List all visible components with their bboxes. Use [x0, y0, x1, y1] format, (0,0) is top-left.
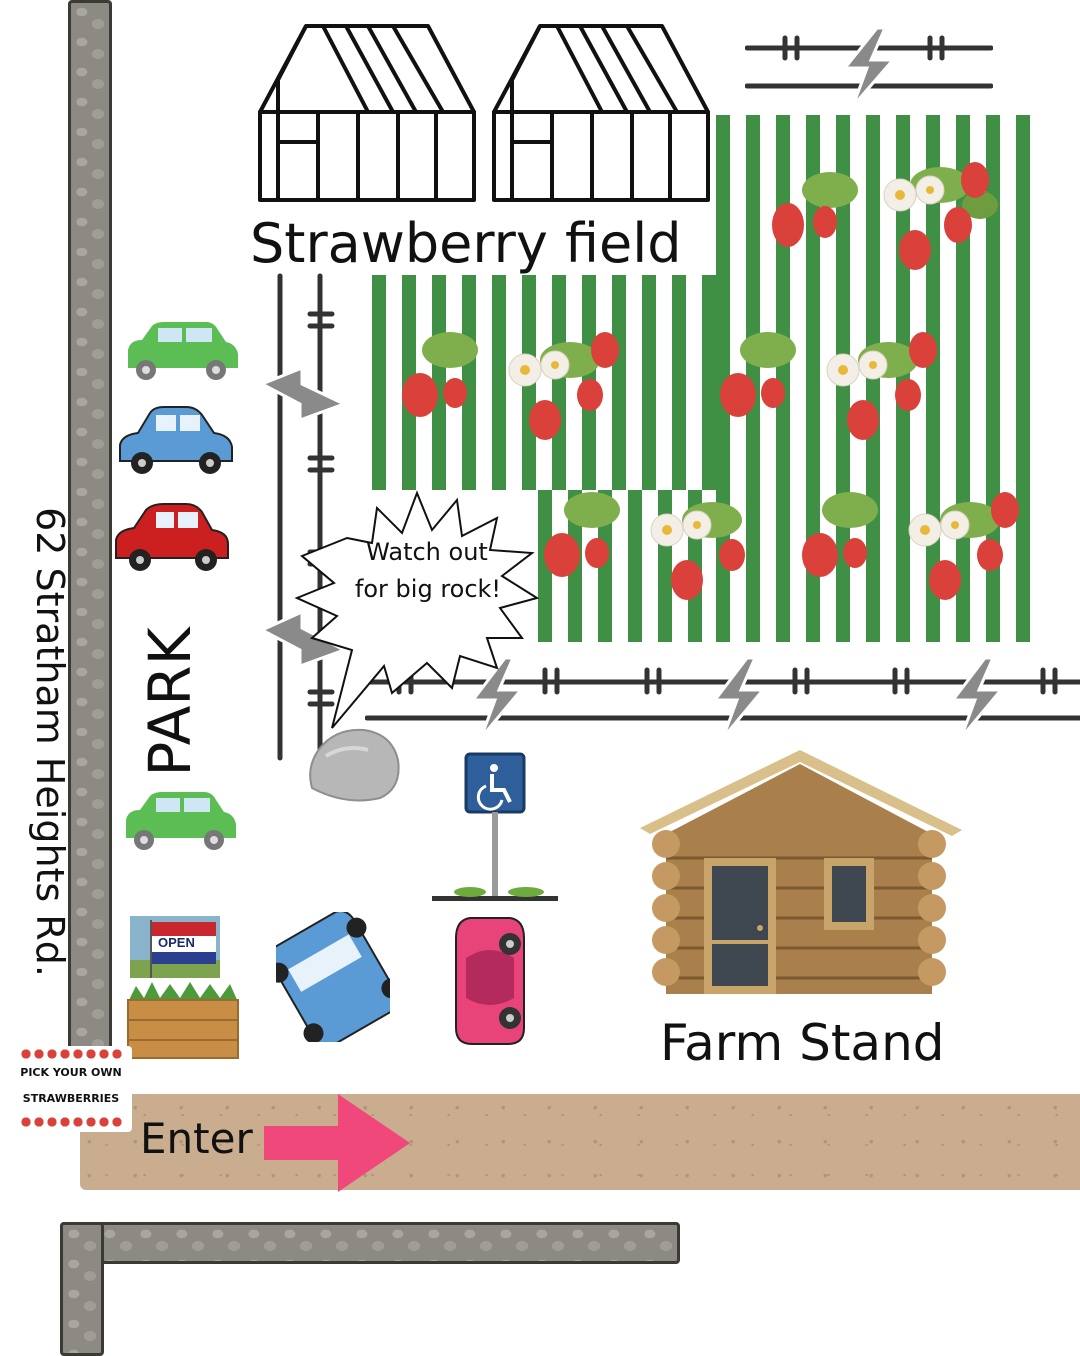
car-icon — [126, 792, 236, 850]
electric-fence-icon — [365, 656, 1080, 738]
strawberry-plant-icon — [402, 332, 619, 440]
electric-fence-icon — [258, 273, 348, 761]
stone-wall-bottom-horizontal — [60, 1222, 680, 1264]
accessible-parking-sign-icon — [432, 752, 558, 901]
warning-burst-icon — [294, 490, 540, 729]
warning-text-line1: Watch out — [366, 538, 488, 566]
road-name-label: 62 Stratham Heights Rd. — [28, 507, 72, 977]
rock-icon — [309, 728, 400, 802]
sign-text-line2: STRAWBERRIES — [22, 1092, 120, 1105]
pick-your-own-sign: PICK YOUR OWN STRAWBERRIES — [10, 1046, 132, 1132]
car-icon — [276, 912, 390, 1042]
open-flag-text: OPEN — [158, 935, 195, 950]
electric-fence-icon — [745, 28, 993, 106]
driveway — [80, 1094, 1080, 1190]
car-icon — [455, 917, 525, 1045]
park-label: PARK — [136, 627, 204, 777]
arrow-right-icon — [264, 1094, 410, 1192]
strawberry-plant-icon — [772, 162, 998, 270]
car-icon — [119, 406, 233, 474]
strawberry-plant-icon — [802, 492, 1019, 600]
farm-stand-label: Farm Stand — [660, 1014, 945, 1072]
strawberry-plant-icon — [720, 332, 937, 440]
stone-wall-left — [68, 0, 112, 1051]
sign-strawberry-row-top — [20, 1048, 124, 1060]
strawberry-plant-icon — [544, 492, 745, 600]
sign-strawberry-row-bottom — [20, 1116, 124, 1128]
car-icon — [128, 322, 238, 380]
warning-text-line2: for big rock! — [354, 575, 502, 603]
sign-text-line1: PICK YOUR OWN — [20, 1066, 122, 1079]
greenhouse-icon — [492, 24, 710, 202]
log-cabin-icon — [640, 750, 962, 994]
open-flag-icon — [130, 916, 220, 978]
stone-wall-bottom-vertical — [60, 1222, 104, 1356]
greenhouse-icon — [258, 24, 476, 202]
enter-label: Enter — [140, 1114, 253, 1163]
car-icon — [115, 503, 229, 571]
planter-box-icon — [127, 982, 239, 1059]
strawberry-field-label: Strawberry field — [250, 212, 682, 275]
